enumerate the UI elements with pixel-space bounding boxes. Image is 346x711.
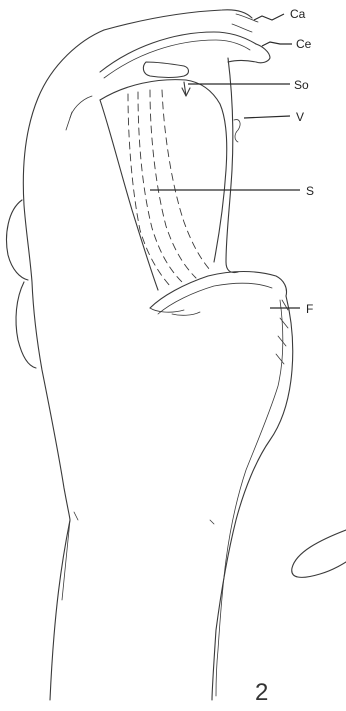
label-v: V xyxy=(296,110,304,124)
septum-dashes xyxy=(128,90,210,286)
outer-outline xyxy=(23,10,292,700)
lower-details xyxy=(62,512,214,600)
labels: Ca Ce So V S F xyxy=(290,7,314,316)
label-so: So xyxy=(294,78,309,92)
figure-number: 2 xyxy=(255,679,268,706)
foot-region xyxy=(150,272,288,697)
edge-loop xyxy=(292,530,346,577)
label-s: S xyxy=(306,184,314,198)
ventricle-outline xyxy=(100,80,227,290)
label-f: F xyxy=(306,302,313,316)
label-ce: Ce xyxy=(296,37,312,51)
leader-lines xyxy=(150,14,300,308)
label-ca: Ca xyxy=(290,7,306,21)
